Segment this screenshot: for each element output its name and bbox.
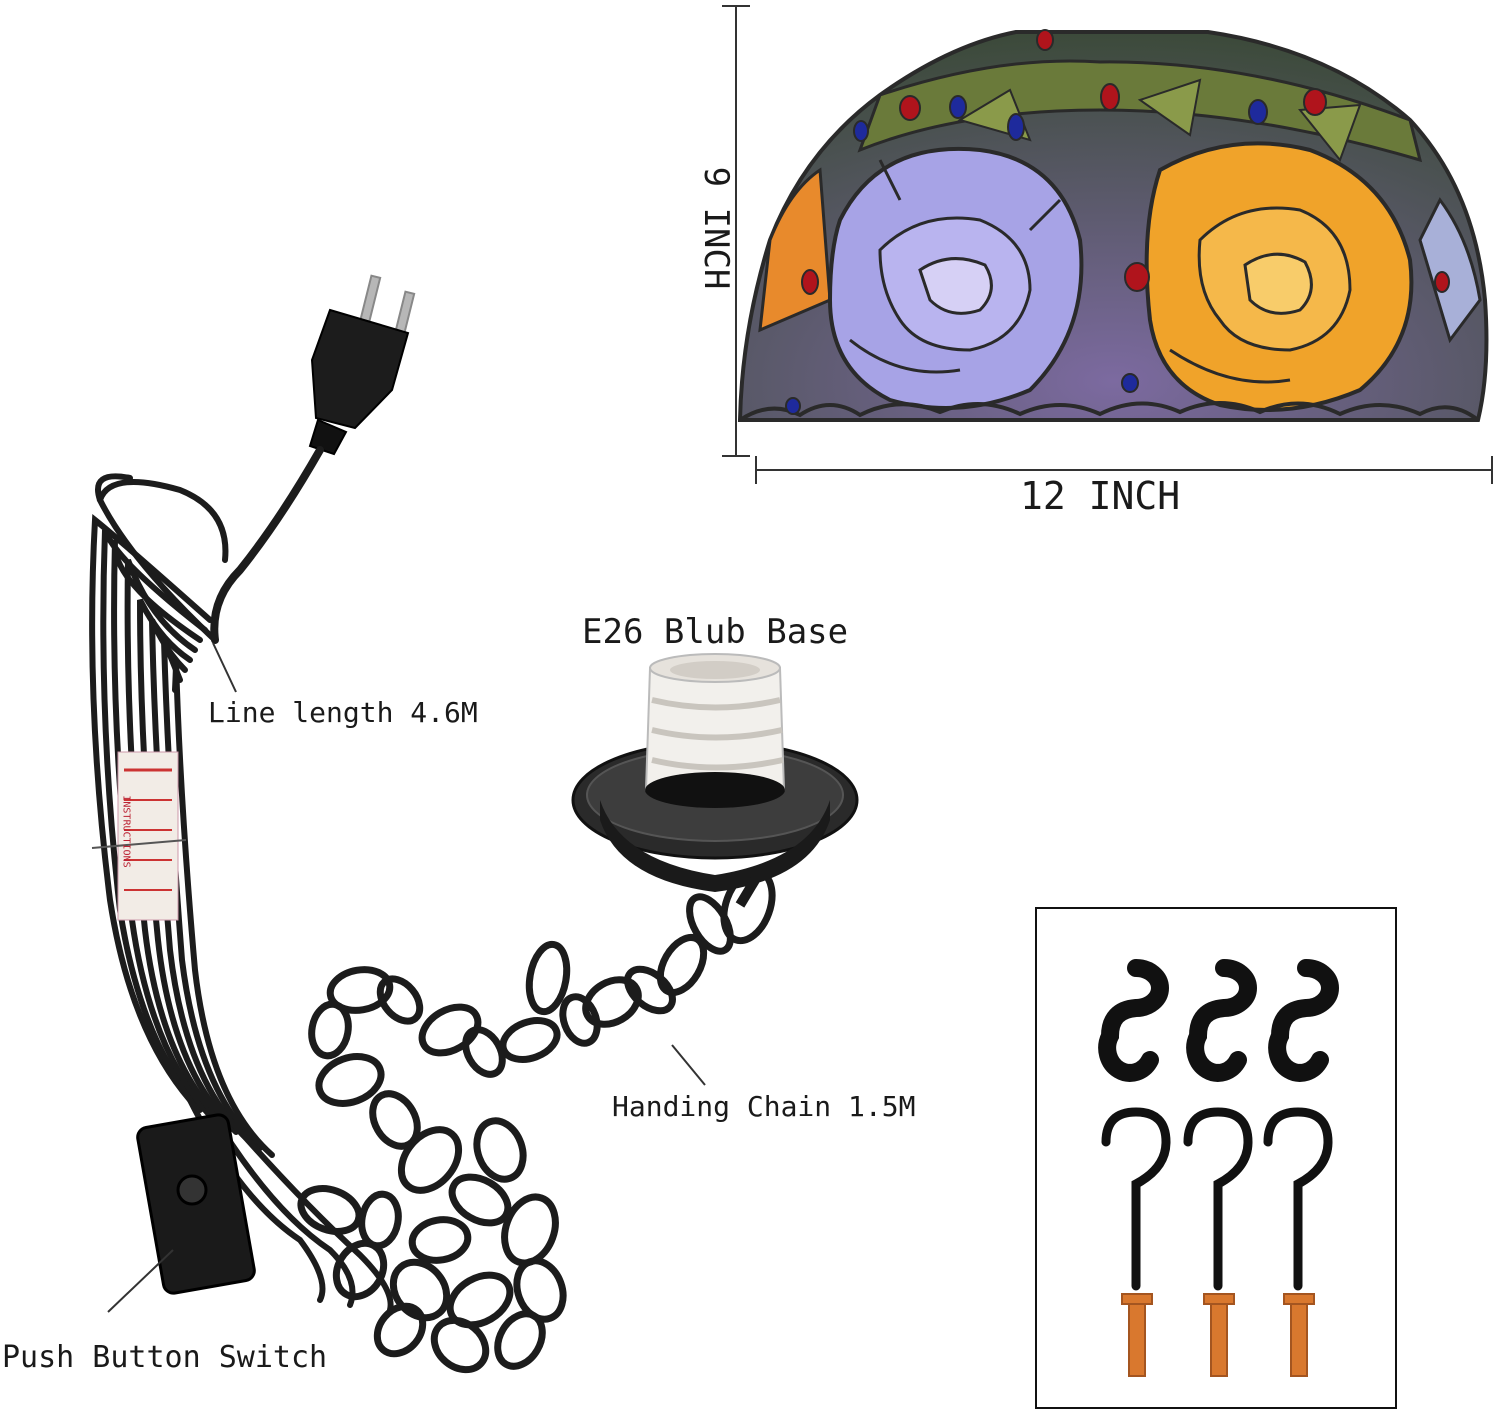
purple-rose [827,146,1084,410]
glass-jewels [785,29,1450,415]
orange-rose [1144,141,1414,412]
ceiling-hook-set [1101,1107,1333,1291]
shade-width-label: 12 INCH [1020,474,1181,518]
chain-length-label: Handing Chain 1.5M [612,1090,916,1123]
hardware-panel [1035,907,1397,1409]
bulb-base-label: E26 Blub Base [582,612,849,652]
e26-socket [571,653,859,908]
callout-leader-lines [107,642,706,1313]
line-length-label: Line length 4.6M [208,696,478,729]
push-button-switch [136,1113,256,1295]
tiffany-lamp-shade [737,29,1489,422]
switch-label: Push Button Switch [2,1340,328,1375]
instruction-tag [91,751,187,921]
shade-height-label: 9 INCH [696,166,736,290]
s-hook-set [1098,959,1339,1082]
width-dimension-line [755,456,1493,484]
height-dimension-line [722,5,750,457]
wall-anchor-set [1121,1293,1315,1377]
instruction-tag-text: INSTRUCTIONS [120,795,132,868]
